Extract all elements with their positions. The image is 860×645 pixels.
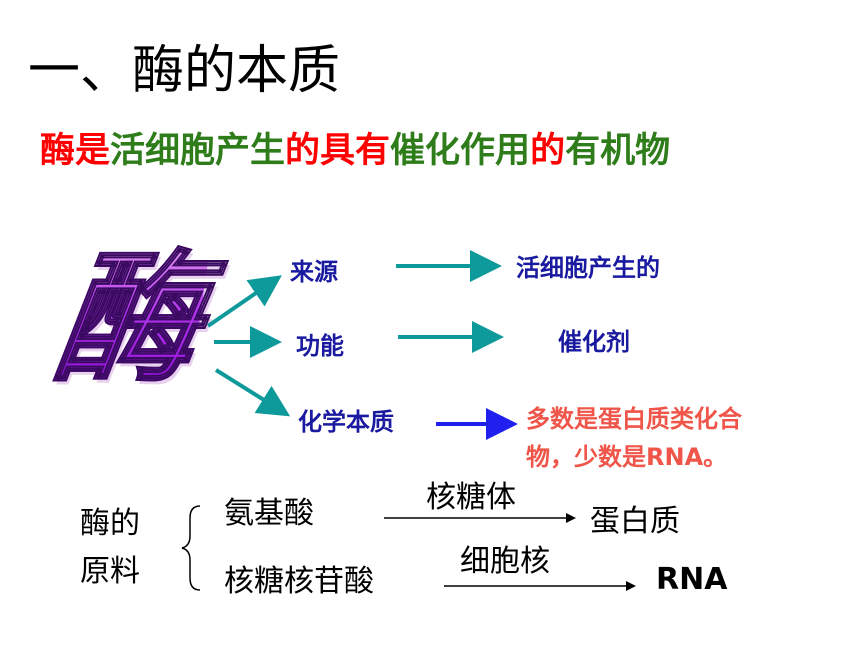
branch-arrow-source <box>206 275 282 328</box>
definition-sentence: 酶是活细胞产生的具有催化作用的有机物 <box>40 122 670 173</box>
result-nature-line1: 多数是蛋白质类化合 <box>526 405 742 433</box>
input-ribonucleotide: 核糖核苷酸 <box>224 564 374 599</box>
raw-material-label-line2: 原料 <box>80 554 140 589</box>
result-nature-line2: 物，少数是RNA。 <box>526 443 728 471</box>
definition-part-5: 的 <box>530 131 566 171</box>
product-protein: 蛋白质 <box>590 504 680 539</box>
site-nucleus: 细胞核 <box>460 544 550 579</box>
definition-part-3: 的具有 <box>285 131 391 171</box>
label-source: 来源 <box>290 258 338 286</box>
label-chemical-nature: 化学本质 <box>298 408 394 436</box>
site-ribosome: 核糖体 <box>426 480 516 515</box>
result-function: 催化剂 <box>558 328 630 356</box>
input-amino-acid: 氨基酸 <box>224 496 314 531</box>
curly-brace <box>181 505 201 591</box>
definition-part-1: 酶是 <box>40 131 111 171</box>
slide-title: 一、酶的本质 <box>28 41 341 101</box>
definition-part-2: 活细胞产生 <box>110 131 286 171</box>
branch-arrow-nature <box>214 368 291 417</box>
label-function: 功能 <box>296 332 344 360</box>
raw-material-label-line1: 酶的 <box>80 506 140 541</box>
product-rna: RNA <box>656 562 728 597</box>
result-source: 活细胞产生的 <box>516 254 660 282</box>
definition-part-4: 催化作用 <box>390 131 531 171</box>
definition-part-6: 有机物 <box>565 131 671 171</box>
